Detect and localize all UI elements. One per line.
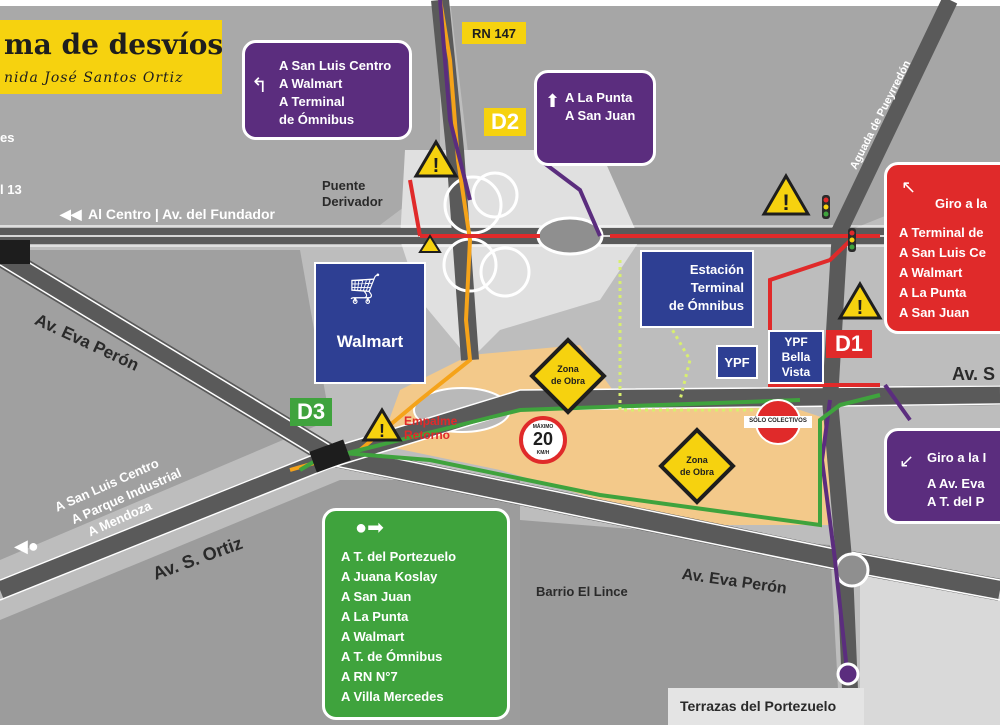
title-box: ma de desvíos nida José Santos Ortiz [0, 20, 224, 94]
estacion-line-3: de Ómnibus [668, 298, 744, 313]
speed-value: 20 [532, 429, 554, 449]
turn-person-icon: ↰ [251, 75, 268, 97]
callout-line: A Av. Eva [927, 476, 985, 491]
zona-obra-2-line-1: Zona [686, 455, 708, 465]
callout-line: A T. del Portezuelo [341, 549, 457, 564]
terrazas-label: Terrazas del Portezuelo [680, 698, 837, 714]
al-centro-arrow-icon: ◀◀ [60, 206, 82, 222]
callout-line: A Walmart [279, 76, 343, 91]
callout-line: de Ómnibus [279, 112, 355, 127]
callout-purple-top-left: ↰ A San Luis Centro A Walmart A Terminal… [242, 40, 412, 140]
warning-icon: ! [837, 281, 883, 320]
callout-line: A La Punta [565, 90, 633, 105]
warning-icon: ! [361, 407, 403, 442]
callout-line: A La Punta [899, 285, 967, 300]
d1-label: D1 [834, 331, 864, 356]
d2-label: D2 [490, 109, 520, 134]
ypf-label: YPF [724, 354, 750, 370]
solo-colectivos-label: SÓLO COLECTIVOS [749, 418, 807, 424]
ruta-13-label: l 13 [0, 182, 22, 197]
d3-flag: D3 [290, 398, 332, 426]
callout-line: A T. de Ómnibus [341, 649, 443, 664]
barrio-label: Barrio El Lince [536, 584, 628, 599]
arrow-right-icon: ●➡ [355, 517, 384, 539]
walmart-box: 🛒︎ Walmart [314, 262, 426, 384]
speed-unit-label: KM/H [536, 450, 550, 456]
callout-line: A Walmart [899, 265, 963, 280]
turn-person-icon: ↙ [899, 451, 915, 471]
svg-text:!: ! [857, 297, 864, 319]
estacion-line-1: Estación [689, 262, 744, 277]
speed-limit-sign [519, 416, 567, 464]
al-centro-label: Al Centro | Av. del Fundador [88, 206, 275, 222]
warning-icon [418, 234, 442, 253]
callout-line: A Villa Mercedes [341, 689, 444, 704]
empalme-line-2: Retorno [404, 428, 450, 442]
derivador-label: Derivador [322, 194, 383, 209]
zona-obra-sign [529, 337, 607, 415]
callout-line: A Juana Koslay [341, 569, 438, 584]
callout-line: A La Punta [341, 609, 409, 624]
turn-left-icon: ◀● [14, 536, 39, 556]
warning-icon: ! [413, 139, 459, 178]
ypf-bella-line-1: YPF [784, 335, 808, 349]
terrazas-box [668, 688, 864, 725]
speed-top-label: MÁXIMO [532, 424, 554, 430]
ypf-bella-line-3: Vista [781, 365, 811, 379]
puente-label: Puente [322, 178, 366, 193]
estacion-line-2: Terminal [690, 280, 744, 295]
callout-red-title: Giro a la [935, 196, 988, 211]
arrow-up-icon: ⬆ [545, 91, 561, 111]
ypf-bella-line-2: Bella [781, 350, 811, 364]
callout-line: A Terminal de [899, 225, 984, 240]
d3-label: D3 [296, 399, 326, 424]
d1-flag: D1 [826, 330, 872, 358]
callout-line: A San Juan [899, 305, 970, 320]
callout-purple-right-title: Giro a la I [927, 450, 987, 465]
shopping-cart-icon: 🛒︎ [346, 273, 385, 306]
svg-text:!: ! [379, 421, 385, 441]
ypf-bella-box: YPF Bella Vista [768, 330, 824, 384]
map-title: ma de desvíos [4, 28, 224, 61]
warning-icon: ! [761, 173, 811, 216]
callout-red-right: ↖ Giro a la A Terminal de A San Luis Ce … [884, 162, 1000, 334]
callout-line: A San Juan [341, 589, 412, 604]
rn147-label: RN 147 [462, 22, 526, 44]
zona-obra-sign [658, 427, 736, 505]
callout-line: A T. del P [927, 494, 985, 509]
callout-purple-right: ↙ Giro a la I A Av. Eva A T. del P [884, 428, 1000, 524]
zona-obra-2-line-2: de Obra [679, 467, 714, 477]
callout-line: A San Juan [565, 108, 636, 123]
callout-line: A RN N°7 [341, 669, 398, 684]
av-s-right-label: Av. S [952, 364, 996, 384]
callout-line: A San Luis Ce [899, 245, 986, 260]
estacion-box: Estación Terminal de Ómnibus [640, 250, 754, 328]
callout-purple-top-mid: ⬆ A La Punta A San Juan [534, 70, 656, 166]
zona-obra-1-line-2: de Obra [550, 376, 585, 386]
zona-obra-1-line-1: Zona [557, 364, 579, 374]
svg-text:!: ! [782, 190, 789, 215]
solo-colectivos-sign [744, 399, 812, 445]
ypf-box: YPF [716, 345, 758, 379]
svg-text:!: ! [433, 155, 440, 177]
map-subtitle: nida José Santos Ortiz [4, 70, 184, 86]
turn-arrow-icon: ↖ [901, 177, 917, 197]
empalme-line-1: Empalme [404, 414, 458, 428]
d2-flag: D2 [484, 108, 526, 136]
callout-line: A Terminal [279, 94, 345, 109]
callout-line: A Walmart [341, 629, 405, 644]
walmart-label: Walmart [336, 332, 404, 351]
callout-green-bottom: ●➡ A T. del Portezuelo A Juana Koslay A … [322, 508, 510, 720]
callout-line: A San Luis Centro [279, 58, 392, 73]
left-edge-es-label: es [0, 130, 15, 145]
